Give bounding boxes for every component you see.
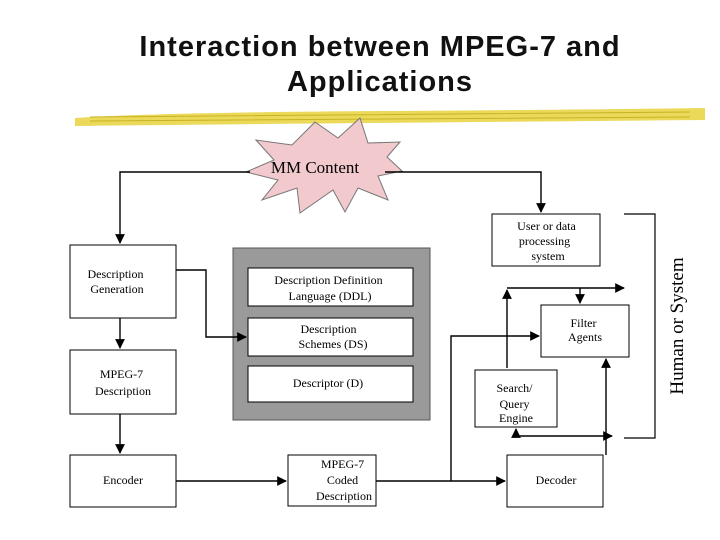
connectors: [115, 171, 625, 486]
decoder-box: [506, 454, 604, 508]
edge-generation-to-ds: [176, 269, 247, 342]
mm-content-burst: [244, 117, 404, 214]
side-label: Human or System: [667, 257, 688, 394]
edge-content-to-user: [385, 171, 546, 213]
filter-agents-label: Filter Agents: [568, 316, 602, 344]
title-underline-texture: [89, 111, 691, 122]
encoder-label: Encoder: [103, 473, 143, 487]
page-title: Interaction between MPEG-7 and Applicati…: [60, 30, 700, 100]
title-underline: [75, 108, 705, 126]
mm-content-label: MM Content: [271, 158, 360, 177]
coded-description-box: [287, 454, 377, 507]
decoder-label: Decoder: [536, 473, 577, 487]
ddl-label: Description Definition Language (DDL): [274, 273, 385, 303]
descriptor-box: [247, 365, 414, 403]
ddl-box: [247, 267, 414, 307]
ds-box: [247, 317, 414, 357]
edge-content-to-generation: [115, 171, 250, 244]
description-generation-box: [69, 244, 177, 319]
user-system-box: [491, 213, 601, 267]
search-engine-box: [474, 369, 558, 428]
encoder-box: [69, 454, 177, 508]
mpeg7-description-box: [69, 349, 177, 415]
title-line-2: Applications: [286, 66, 473, 98]
coded-description-label: MPEG-7 Coded Description: [316, 457, 372, 503]
search-engine-label: Search/ Query Engine: [497, 381, 536, 425]
mpeg7-description-label: MPEG-7 Description: [95, 367, 151, 398]
description-generation-label: Description Generation: [88, 267, 147, 296]
title-line-1: Interaction between MPEG-7 and: [139, 31, 621, 63]
ds-label: Description Schemes (DS): [299, 322, 368, 351]
human-system-bracket: [624, 213, 656, 439]
filter-agents-box: [540, 304, 630, 358]
descriptor-label: Descriptor (D): [293, 376, 363, 390]
edge-decoder-to-search: [450, 331, 540, 481]
user-system-label: User or data processing system: [517, 219, 579, 263]
